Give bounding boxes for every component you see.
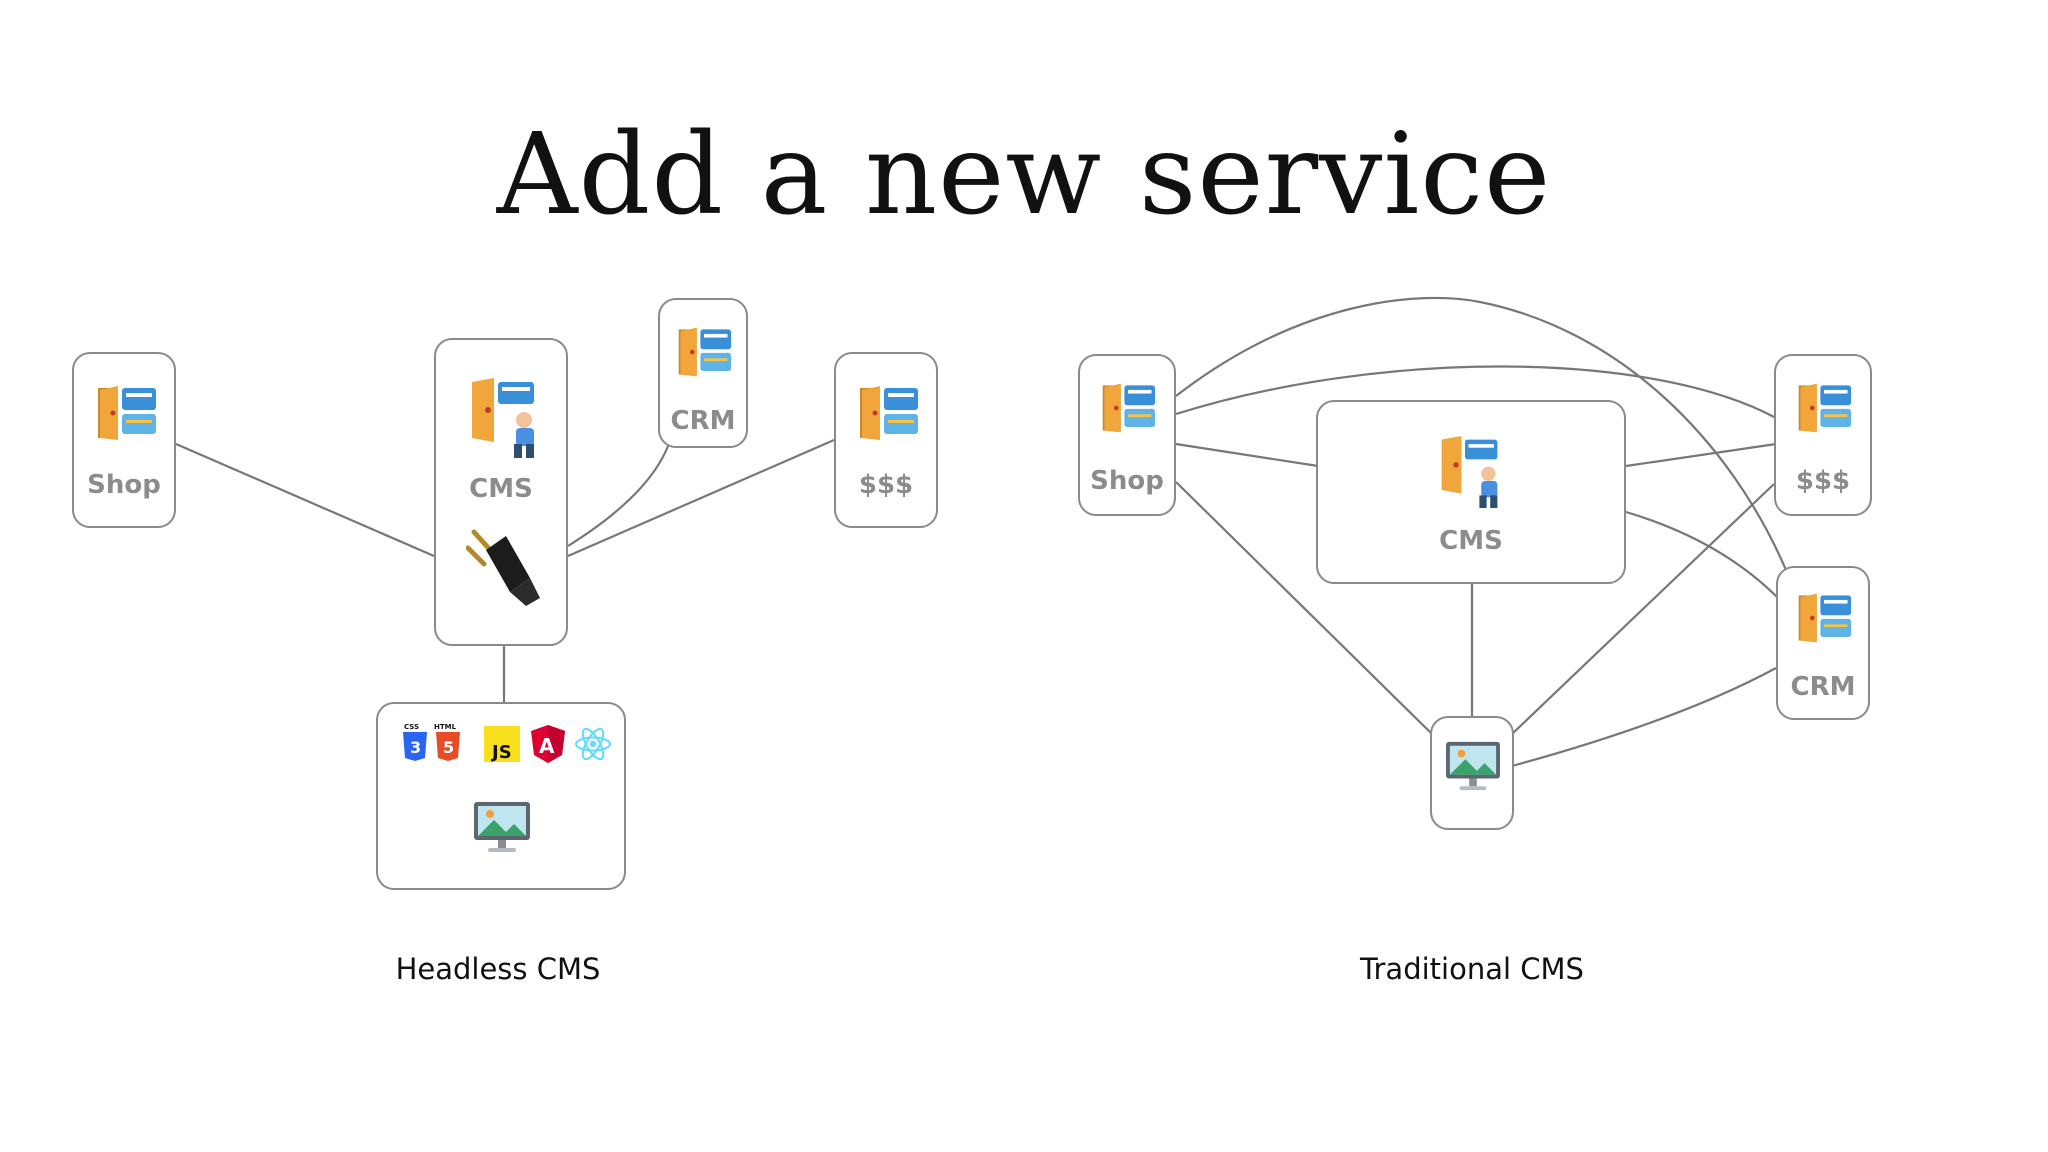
slide-title: Add a new service bbox=[496, 110, 1552, 240]
headless-frontend-node: CSS 3 HTML 5 JS A bbox=[376, 702, 626, 890]
trad-line-cms-crm bbox=[1625, 510, 1779, 599]
angular-icon: A bbox=[531, 725, 565, 763]
shop-label: Shop bbox=[1090, 466, 1164, 496]
react-icon bbox=[575, 727, 611, 761]
headless-shop-node: Shop bbox=[72, 352, 176, 528]
trad-cms-node: CMS bbox=[1316, 400, 1626, 584]
trad-line-monitor-payments bbox=[1511, 483, 1775, 735]
crm-label: CRM bbox=[1790, 672, 1856, 702]
javascript-icon: JS bbox=[484, 726, 520, 762]
door-icon bbox=[860, 386, 918, 440]
cms-door-person-icon bbox=[472, 378, 534, 458]
shop-label: Shop bbox=[87, 470, 161, 500]
svg-text:5: 5 bbox=[443, 738, 454, 757]
headless-caption: Headless CMS bbox=[395, 952, 601, 986]
crm-label: CRM bbox=[670, 406, 736, 436]
monitor-icon bbox=[474, 802, 530, 852]
html5-icon: HTML 5 bbox=[434, 723, 460, 761]
trad-line-cms-payments bbox=[1625, 442, 1777, 468]
monitor-icon bbox=[1446, 741, 1500, 791]
door-icon bbox=[678, 327, 732, 377]
headless-line-cms-payments bbox=[567, 438, 835, 558]
css3-icon: CSS 3 bbox=[403, 723, 427, 761]
trad-line-monitor-crm bbox=[1511, 667, 1777, 768]
plug-icon bbox=[466, 529, 540, 606]
svg-text:HTML: HTML bbox=[434, 723, 457, 731]
svg-text:A: A bbox=[539, 734, 555, 758]
headless-crm-node: CRM bbox=[658, 298, 748, 448]
trad-payments-node: $$$ bbox=[1774, 354, 1872, 516]
door-icon bbox=[1102, 383, 1156, 433]
trad-line-shop-cms bbox=[1175, 442, 1319, 468]
cms-label: CMS bbox=[1439, 526, 1503, 556]
headless-cms-node: CMS bbox=[434, 338, 568, 646]
svg-text:3: 3 bbox=[410, 738, 421, 757]
traditional-caption: Traditional CMS bbox=[1360, 952, 1584, 986]
door-icon bbox=[1798, 593, 1852, 643]
trad-monitor-node bbox=[1430, 716, 1514, 830]
headless-payments-node: $$$ bbox=[834, 352, 938, 528]
trad-line-shop-monitor bbox=[1175, 481, 1433, 735]
headless-line-cms-crm bbox=[567, 445, 670, 547]
svg-text:JS: JS bbox=[490, 742, 512, 762]
headless-line-shop-cms bbox=[175, 442, 435, 558]
cms-label: CMS bbox=[469, 474, 533, 504]
door-icon bbox=[1798, 383, 1852, 433]
svg-text:CSS: CSS bbox=[404, 723, 419, 731]
trad-line-shop-payments-arc bbox=[1175, 365, 1777, 419]
payments-label: $$$ bbox=[1795, 466, 1851, 496]
payments-label: $$$ bbox=[858, 470, 914, 500]
trad-crm-node: CRM bbox=[1776, 566, 1870, 720]
cms-door-person-icon bbox=[1441, 436, 1498, 508]
trad-line-shop-crm-arc bbox=[1175, 296, 1788, 571]
door-icon bbox=[98, 386, 156, 440]
trad-shop-node: Shop bbox=[1078, 354, 1176, 516]
